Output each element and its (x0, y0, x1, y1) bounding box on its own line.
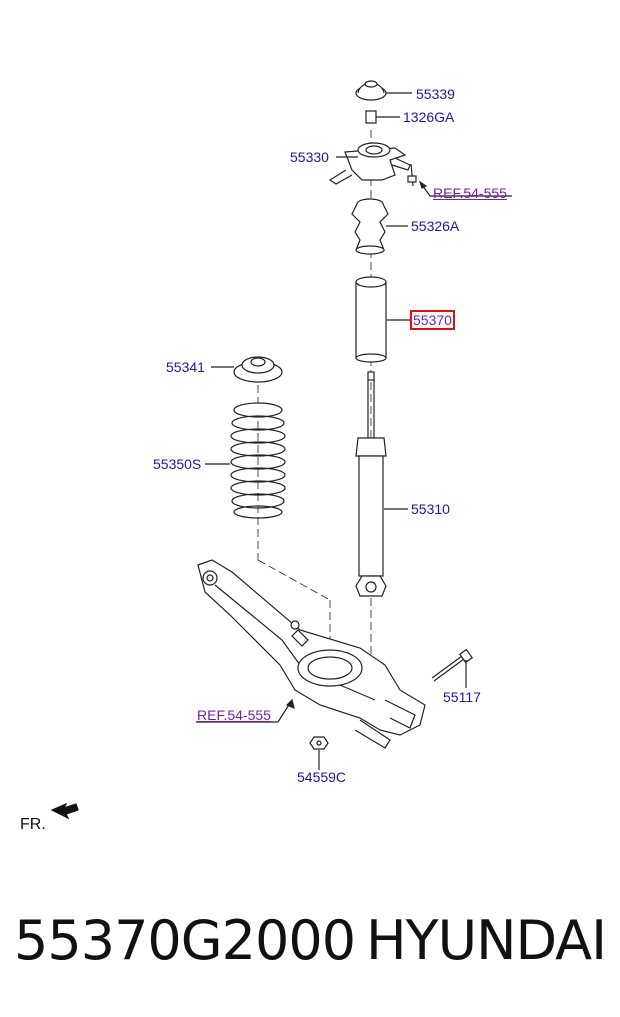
nut-1326ga (365, 110, 400, 124)
dust-cover-55370 (355, 276, 410, 363)
part-label-55339[interactable]: 55339 (416, 86, 455, 102)
bump-stop-55326a (351, 198, 408, 255)
nut-54559c (309, 736, 329, 770)
front-direction-label: FR. (20, 816, 46, 833)
top-cap-55339 (355, 80, 412, 101)
bolt-55117 (431, 648, 474, 688)
ref-link-lower[interactable]: REF.54-555 (197, 707, 271, 723)
part-label-55370-highlighted[interactable]: 55370 (410, 310, 455, 330)
part-label-55117[interactable]: 55117 (443, 689, 481, 705)
part-label-55350s[interactable]: 55350S (153, 456, 202, 472)
suspension-line-art (50, 80, 512, 820)
exploded-parts-diagram: 55339 1326GA 55330 REF.54-555 55326A 553… (20, 80, 512, 833)
shock-absorber-55310 (355, 371, 408, 597)
part-label-1326ga[interactable]: 1326GA (403, 109, 455, 125)
part-number: 55370G2000 (14, 909, 356, 972)
mount-55330 (328, 142, 512, 197)
brand-name: HYUNDAI (366, 909, 607, 972)
coil-spring-55350s (205, 402, 286, 519)
part-label-55310[interactable]: 55310 (411, 501, 450, 517)
footer-caption: 55370G2000 HYUNDAI (0, 900, 620, 980)
part-label-55330[interactable]: 55330 (290, 149, 329, 165)
part-label-55341[interactable]: 55341 (166, 359, 205, 375)
front-direction-arrow (50, 802, 79, 820)
spring-seat-55341 (211, 356, 283, 383)
lower-arm (197, 559, 426, 749)
ref-link-upper[interactable]: REF.54-555 (433, 185, 507, 201)
part-label-55326a[interactable]: 55326A (411, 218, 460, 234)
part-label-54559c[interactable]: 54559C (297, 769, 347, 785)
